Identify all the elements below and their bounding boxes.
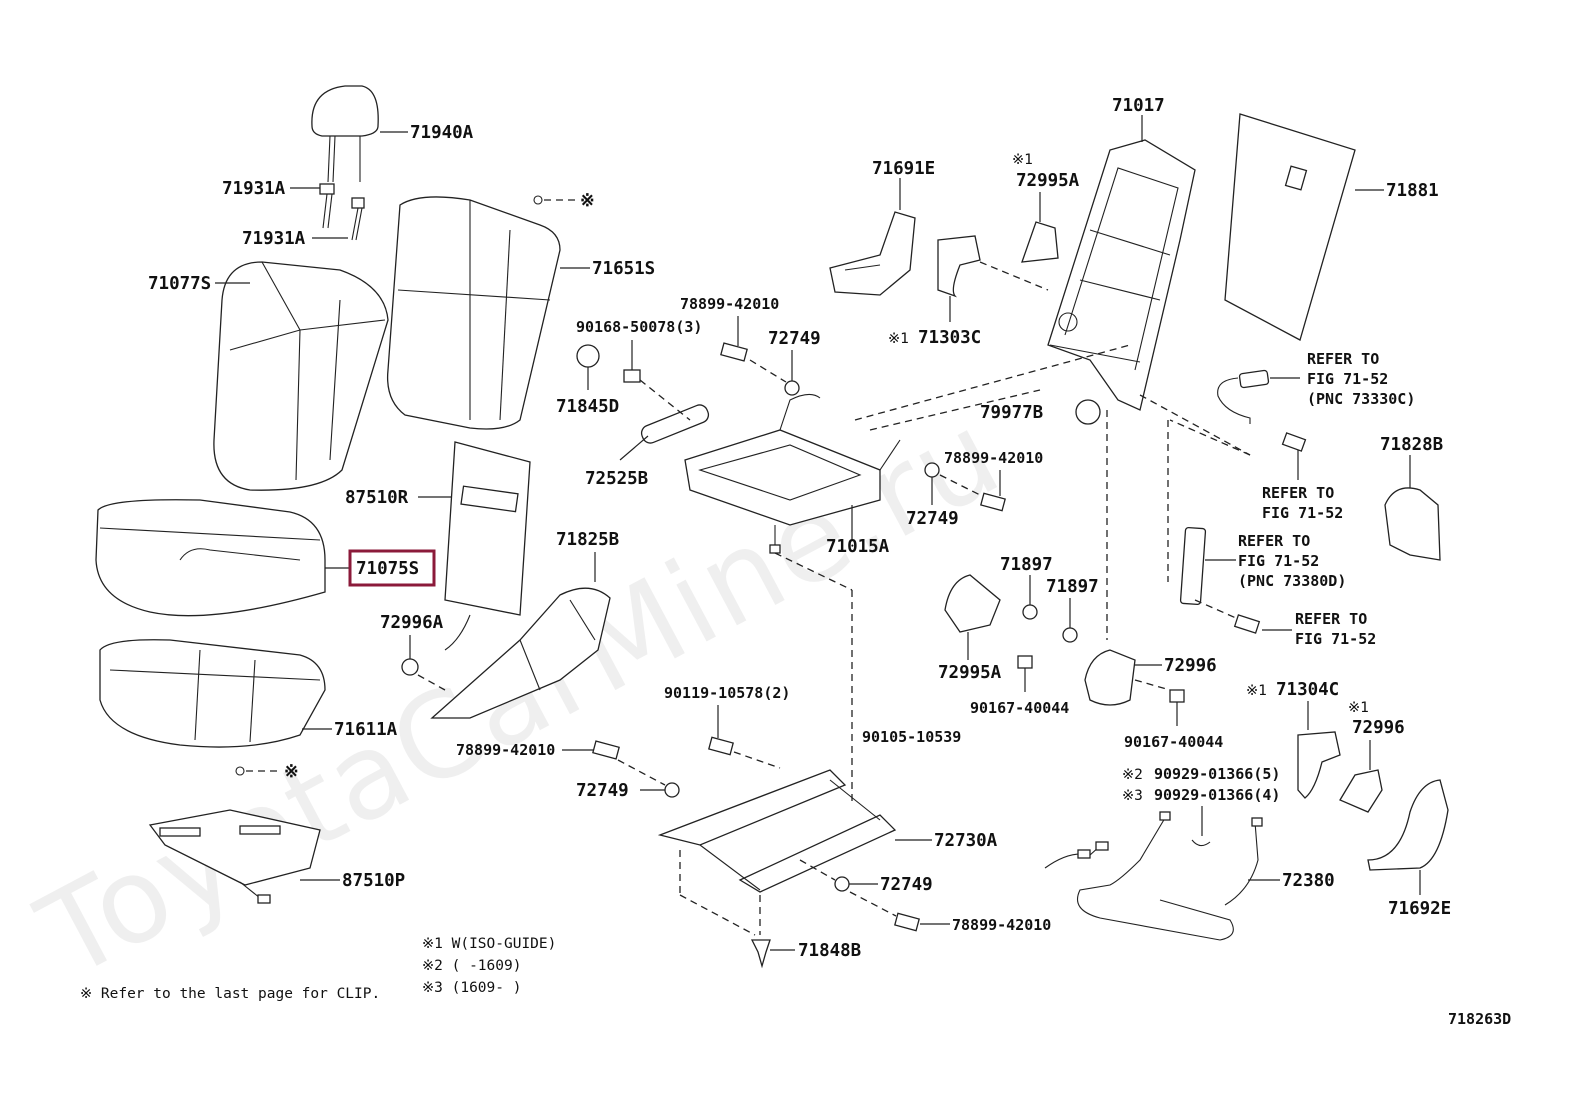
marker-1-72995A: ※1 bbox=[1012, 152, 1033, 168]
hinge-cover-drawing bbox=[430, 587, 611, 719]
part-78899-42010-d[interactable]: 78899-42010 bbox=[952, 916, 1051, 934]
part-78899-42010-c[interactable]: 78899-42010 bbox=[456, 741, 555, 759]
part-71825B[interactable]: 71825B bbox=[556, 530, 619, 550]
belt-anchor-drawing bbox=[1179, 526, 1207, 606]
clip-marker-top: ※ bbox=[580, 191, 595, 211]
refer-2-line2[interactable]: FIG 71-52 bbox=[1262, 504, 1343, 522]
note-2: ※2 ( -1609) bbox=[422, 958, 521, 974]
part-71304C[interactable]: 71304C bbox=[1276, 680, 1339, 700]
belt-buckle-drawing bbox=[1217, 369, 1270, 424]
part-87510R[interactable]: 87510R bbox=[345, 488, 409, 508]
seatback-frame-drawing bbox=[1047, 139, 1196, 411]
refer-4-line1[interactable]: REFER TO bbox=[1295, 610, 1367, 628]
seatback-cover-drawing bbox=[213, 261, 389, 491]
part-71611A[interactable]: 71611A bbox=[334, 720, 398, 740]
part-71691E[interactable]: 71691E bbox=[872, 159, 935, 179]
clamp-drawing bbox=[1191, 839, 1211, 847]
cover-72996-right bbox=[1339, 769, 1383, 813]
cushion-heater-drawing bbox=[148, 809, 321, 904]
seatback-heater-drawing bbox=[444, 441, 531, 651]
bracket-71691E-drawing bbox=[829, 211, 916, 296]
marker-1-71303C: ※1 bbox=[888, 331, 909, 347]
refer-3-line2[interactable]: FIG 71-52 bbox=[1238, 552, 1319, 570]
part-90167-40044-2[interactable]: 90167-40044 bbox=[1124, 733, 1223, 751]
part-71692E[interactable]: 71692E bbox=[1388, 899, 1451, 919]
part-90167-40044-1[interactable]: 90167-40044 bbox=[970, 699, 1069, 717]
part-90168-50078[interactable]: 90168-50078(3) bbox=[576, 318, 702, 336]
part-71931A-upper[interactable]: 71931A bbox=[222, 179, 286, 199]
cover-72995A-bottom bbox=[944, 574, 1001, 633]
part-72749-a[interactable]: 72749 bbox=[768, 329, 821, 349]
part-71015A[interactable]: 71015A bbox=[826, 537, 890, 557]
bracket-71303C-drawing bbox=[937, 235, 981, 298]
refer-1-line1[interactable]: REFER TO bbox=[1307, 350, 1379, 368]
note-3: ※3 (1609- ) bbox=[422, 980, 521, 996]
refer-1-line3[interactable]: (PNC 73330C) bbox=[1307, 390, 1415, 408]
cover-72995A-top bbox=[1021, 221, 1059, 263]
part-72749-b[interactable]: 72749 bbox=[906, 509, 959, 529]
part-90929-01366-4[interactable]: 90929-01366(4) bbox=[1154, 786, 1280, 804]
part-71897-1[interactable]: 71897 bbox=[1000, 555, 1053, 575]
bracket-71304C-drawing bbox=[1297, 731, 1341, 799]
marker-2: ※2 bbox=[1122, 767, 1143, 783]
part-71845D[interactable]: 71845D bbox=[556, 397, 619, 417]
marker-1-72996: ※1 bbox=[1348, 700, 1369, 716]
seat-track-drawing bbox=[657, 769, 897, 893]
note-1: ※1 W(ISO-GUIDE) bbox=[422, 936, 556, 952]
part-72525B[interactable]: 72525B bbox=[585, 469, 648, 489]
refer-1-line2[interactable]: FIG 71-52 bbox=[1307, 370, 1388, 388]
cushion-frame-drawing bbox=[684, 393, 901, 554]
note-clip: ※ Refer to the last page for CLIP. bbox=[80, 986, 380, 1002]
cushion-cover-drawing bbox=[95, 499, 326, 617]
part-71828B[interactable]: 71828B bbox=[1380, 435, 1443, 455]
handle-drawing bbox=[640, 404, 710, 444]
part-72380[interactable]: 72380 bbox=[1282, 871, 1335, 891]
cover-71828B bbox=[1384, 487, 1441, 561]
seatback-pad-drawing bbox=[386, 196, 561, 430]
wire-harness-drawing bbox=[1044, 811, 1263, 941]
part-72995A-top[interactable]: 72995A bbox=[1016, 171, 1080, 191]
part-72749-c[interactable]: 72749 bbox=[576, 781, 629, 801]
clip-marker-bottom: ※ bbox=[284, 762, 299, 782]
highlight-box bbox=[348, 549, 436, 587]
refer-4-line2[interactable]: FIG 71-52 bbox=[1295, 630, 1376, 648]
part-71931A-lower[interactable]: 71931A bbox=[242, 229, 306, 249]
part-78899-42010-b[interactable]: 78899-42010 bbox=[944, 449, 1043, 467]
marker-1-71304C: ※1 bbox=[1246, 683, 1267, 699]
cover-72996 bbox=[1084, 649, 1136, 706]
headrest-drawing bbox=[311, 85, 379, 183]
headrest-guides bbox=[319, 183, 365, 241]
part-72996[interactable]: 72996 bbox=[1164, 656, 1217, 676]
part-72995A-bottom[interactable]: 72995A bbox=[938, 663, 1002, 683]
part-72996A[interactable]: 72996A bbox=[380, 613, 444, 633]
part-71017[interactable]: 71017 bbox=[1112, 96, 1165, 116]
part-71848B[interactable]: 71848B bbox=[798, 941, 861, 961]
part-78899-42010-a[interactable]: 78899-42010 bbox=[680, 295, 779, 313]
part-90119-10578[interactable]: 90119-10578(2) bbox=[664, 684, 790, 702]
part-72749-d[interactable]: 72749 bbox=[880, 875, 933, 895]
part-71897-2[interactable]: 71897 bbox=[1046, 577, 1099, 597]
part-71303C[interactable]: 71303C bbox=[918, 328, 981, 348]
refer-2-line1[interactable]: REFER TO bbox=[1262, 484, 1334, 502]
part-72996-right[interactable]: 72996 bbox=[1352, 718, 1405, 738]
part-71881[interactable]: 71881 bbox=[1386, 181, 1439, 201]
part-71075S[interactable]: 71075S bbox=[356, 559, 419, 579]
part-71077S[interactable]: 71077S bbox=[148, 274, 211, 294]
part-90105-10539[interactable]: 90105-10539 bbox=[862, 728, 961, 746]
back-board-drawing bbox=[1224, 113, 1356, 341]
figure-code: 718263D bbox=[1448, 1010, 1511, 1028]
part-72730A[interactable]: 72730A bbox=[934, 831, 998, 851]
part-71651S[interactable]: 71651S bbox=[592, 259, 655, 279]
marker-3: ※3 bbox=[1122, 788, 1143, 804]
refer-3-line3[interactable]: (PNC 73380D) bbox=[1238, 572, 1346, 590]
cushion-pad-drawing bbox=[99, 639, 326, 748]
refer-3-line1[interactable]: REFER TO bbox=[1238, 532, 1310, 550]
part-71940A[interactable]: 71940A bbox=[410, 123, 474, 143]
part-90929-01366-5[interactable]: 90929-01366(5) bbox=[1154, 765, 1280, 783]
part-87510P[interactable]: 87510P bbox=[342, 871, 405, 891]
part-79977B[interactable]: 79977B bbox=[980, 403, 1043, 423]
cover-71692E bbox=[1367, 779, 1449, 871]
